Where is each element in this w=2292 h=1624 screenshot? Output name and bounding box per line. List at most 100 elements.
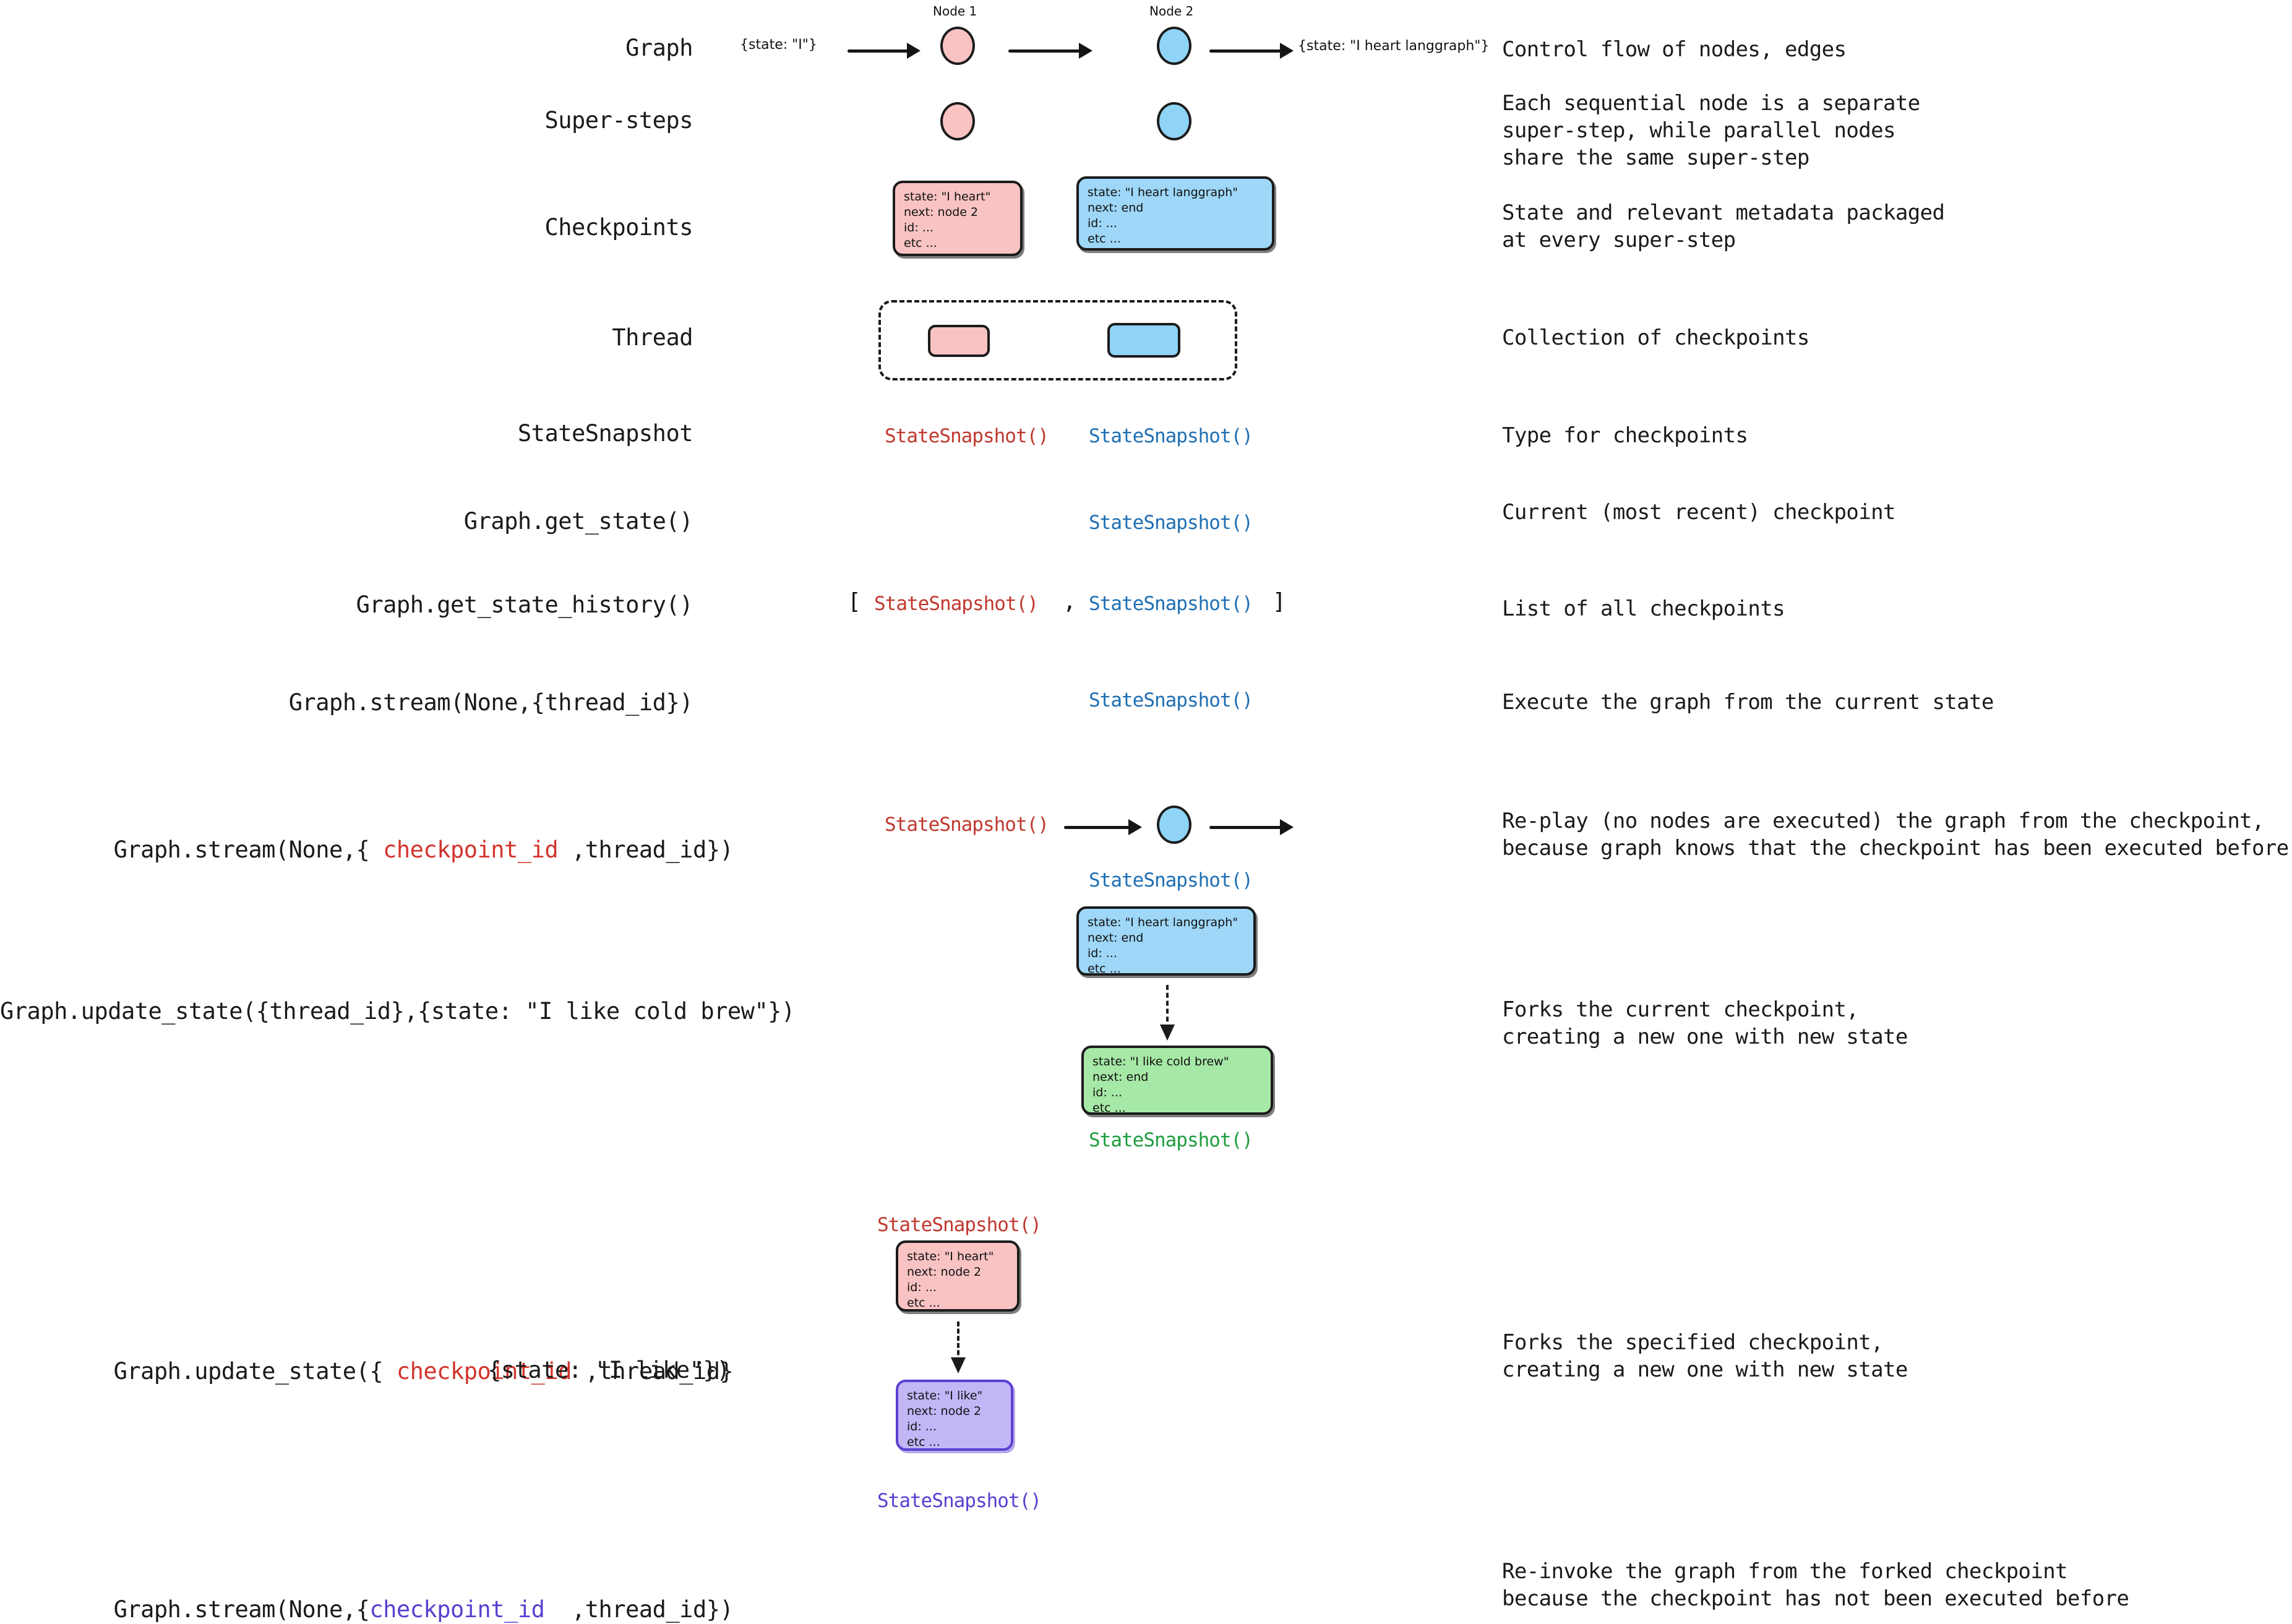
stream-checkpoint-suffix: ,thread_id}) [558, 836, 734, 863]
input-state-annotation: {state: "I"} [740, 37, 817, 53]
desc-super-steps-line3: share the same super-step [1502, 145, 1809, 170]
output-state-annotation: {state: "I heart langgraph"} [1298, 38, 1490, 54]
get-state-result-snapshot: StateSnapshot() [1089, 512, 1253, 534]
thread-checkpoint-chip-blue [1107, 323, 1180, 358]
row-label-super-steps: Super-steps [544, 107, 693, 134]
thread-checkpoint-chip-pink [928, 325, 990, 357]
fork-source-box-blue: state: "I heart langgraph" next: end id:… [1076, 906, 1256, 976]
replay-result-snapshot: StateSnapshot() [1089, 869, 1253, 891]
node-1-ellipse [940, 27, 975, 65]
checkpoint-state: state: "I like cold brew" [1092, 1055, 1229, 1068]
checkpoint-id-token: checkpoint_id [396, 1358, 572, 1385]
history-comma: , [1063, 589, 1076, 614]
checkpoint-etc: etc ... [907, 1435, 940, 1449]
fork-specified-source-box-pink: state: "I heart" next: node 2 id: ... et… [896, 1240, 1019, 1312]
checkpoint-next: next: end [1088, 931, 1144, 945]
node-2-ellipse [1157, 27, 1191, 65]
row-label-update-state-thread: Graph.update_state({thread_id},{state: "… [0, 998, 795, 1025]
row-label-statesnapshot: StateSnapshot [517, 420, 693, 447]
checkpoint-etc: etc ... [907, 1296, 940, 1310]
desc-replay-line2: because graph knows that the checkpoint … [1502, 836, 2289, 861]
super-step-node-1 [940, 102, 975, 140]
statesnapshot-label-blue: StateSnapshot() [1089, 425, 1253, 447]
fork-specified-source-snapshot-label: StateSnapshot() [877, 1214, 1042, 1236]
checkpoint-state: state: "I heart langgraph" [1088, 186, 1238, 199]
desc-stream-thread: Execute the graph from the current state [1502, 690, 1994, 715]
row-label-update-state-checkpoint: Graph.update_state({ checkpoint_id ,thre… [87, 1329, 734, 1386]
checkpoint-id: id: ... [1092, 1086, 1122, 1099]
checkpoint-state: state: "I like" [907, 1389, 983, 1403]
node2-caption: Node 2 [1149, 4, 1194, 19]
row-label-get-state-history: Graph.get_state_history() [356, 591, 693, 618]
stream-forked-suffix: ,thread_id}) [544, 1596, 734, 1623]
checkpoint-box-pink: state: "I heart" next: node 2 id: ... et… [893, 181, 1023, 256]
fork-specified-result-box-purple: state: "I like" next: node 2 id: ... etc… [896, 1380, 1013, 1451]
node1-caption: Node 1 [933, 4, 977, 19]
update-state-prefix: Graph.update_state({ [113, 1358, 397, 1385]
desc-replay-line1: Re-play (no nodes are executed) the grap… [1502, 809, 2265, 833]
desc-fork-specified-line2: creating a new one with new state [1502, 1357, 1908, 1382]
checkpoint-next: next: end [1088, 201, 1144, 215]
statesnapshot-label-pink: StateSnapshot() [885, 425, 1049, 447]
fork-dashed-connector [1166, 985, 1169, 1029]
row-label-stream-checkpoint: Graph.stream(None,{ checkpoint_id ,threa… [87, 807, 734, 864]
fork-specified-arrowhead [951, 1357, 966, 1373]
desc-checkpoints-line2: at every super-step [1502, 228, 1736, 252]
checkpoint-state: state: "I heart" [904, 190, 991, 204]
desc-fork-specified-line1: Forks the specified checkpoint, [1502, 1330, 1884, 1355]
checkpoint-etc: etc ... [1088, 962, 1121, 976]
checkpoint-next: next: end [1092, 1070, 1149, 1084]
checkpoint-id: id: ... [1088, 947, 1117, 960]
checkpoint-etc: etc ... [904, 236, 937, 250]
checkpoint-box-blue: state: "I heart langgraph" next: end id:… [1076, 176, 1274, 251]
row-label-checkpoints: Checkpoints [544, 214, 693, 241]
checkpoint-id: id: ... [907, 1420, 937, 1433]
fork-result-box-green: state: "I like cold brew" next: end id: … [1081, 1046, 1273, 1115]
checkpoint-id: id: ... [907, 1281, 937, 1294]
row-label-stream-thread: Graph.stream(None,{thread_id}) [288, 689, 693, 716]
stream-checkpoint-prefix: Graph.stream(None,{ [113, 836, 384, 863]
desc-reinvoke-line2: because the checkpoint has not been exec… [1502, 1586, 2129, 1611]
thread-dashed-container [878, 300, 1237, 380]
fork-specified-result-snapshot-label: StateSnapshot() [877, 1490, 1042, 1512]
checkpoint-id: id: ... [1088, 217, 1117, 230]
stream-thread-result-snapshot: StateSnapshot() [1089, 689, 1253, 711]
stream-forked-prefix: Graph.stream(None,{ [113, 1596, 370, 1623]
checkpoint-id: id: ... [904, 221, 934, 234]
checkpoint-etc: etc ... [1092, 1101, 1126, 1115]
super-step-node-2 [1157, 102, 1191, 140]
replay-node-ellipse [1157, 806, 1191, 844]
desc-get-state-history: List of all checkpoints [1502, 596, 1785, 621]
checkpoint-state: state: "I heart langgraph" [1088, 916, 1238, 929]
checkpoint-next: next: node 2 [907, 1404, 982, 1418]
history-bracket-open: [ [848, 589, 861, 614]
row-label-get-state: Graph.get_state() [463, 508, 693, 535]
desc-graph: Control flow of nodes, edges [1502, 37, 1847, 62]
checkpoint-state: state: "I heart" [907, 1250, 994, 1263]
fork-result-snapshot-label: StateSnapshot() [1089, 1129, 1253, 1151]
checkpoint-next: next: node 2 [907, 1265, 982, 1279]
history-snapshot-blue: StateSnapshot() [1089, 593, 1253, 615]
fork-specified-dashed-connector [957, 1321, 959, 1362]
row-label-thread: Thread [612, 324, 693, 351]
history-snapshot-pink: StateSnapshot() [874, 593, 1039, 615]
desc-thread: Collection of checkpoints [1502, 325, 1809, 350]
replay-source-snapshot: StateSnapshot() [885, 814, 1049, 836]
row-label-update-state-checkpoint-line2: {state: "I like"}) [487, 1357, 730, 1383]
desc-get-state: Current (most recent) checkpoint [1502, 500, 1895, 525]
desc-reinvoke-line1: Re-invoke the graph from the forked chec… [1502, 1559, 2068, 1584]
row-label-graph: Graph [625, 35, 693, 61]
update-state-suffix: ,thread_id} [571, 1358, 734, 1385]
desc-fork-current-line2: creating a new one with new state [1502, 1025, 1908, 1049]
fork-arrowhead [1160, 1025, 1175, 1041]
history-bracket-close: ] [1273, 589, 1286, 614]
desc-super-steps-line2: super-step, while parallel nodes [1502, 118, 1895, 143]
row-label-stream-forked: Graph.stream(None,{checkpoint_id ,thread… [87, 1567, 734, 1624]
desc-checkpoints-line1: State and relevant metadata packaged [1502, 200, 1945, 225]
desc-statesnapshot: Type for checkpoints [1502, 423, 1748, 448]
desc-super-steps-line1: Each sequential node is a separate [1502, 91, 1920, 116]
checkpoint-id-token: checkpoint_id [383, 836, 559, 863]
checkpoint-next: next: node 2 [904, 205, 979, 219]
checkpoint-etc: etc ... [1088, 232, 1121, 246]
checkpoint-id-token: checkpoint_id [369, 1596, 545, 1623]
